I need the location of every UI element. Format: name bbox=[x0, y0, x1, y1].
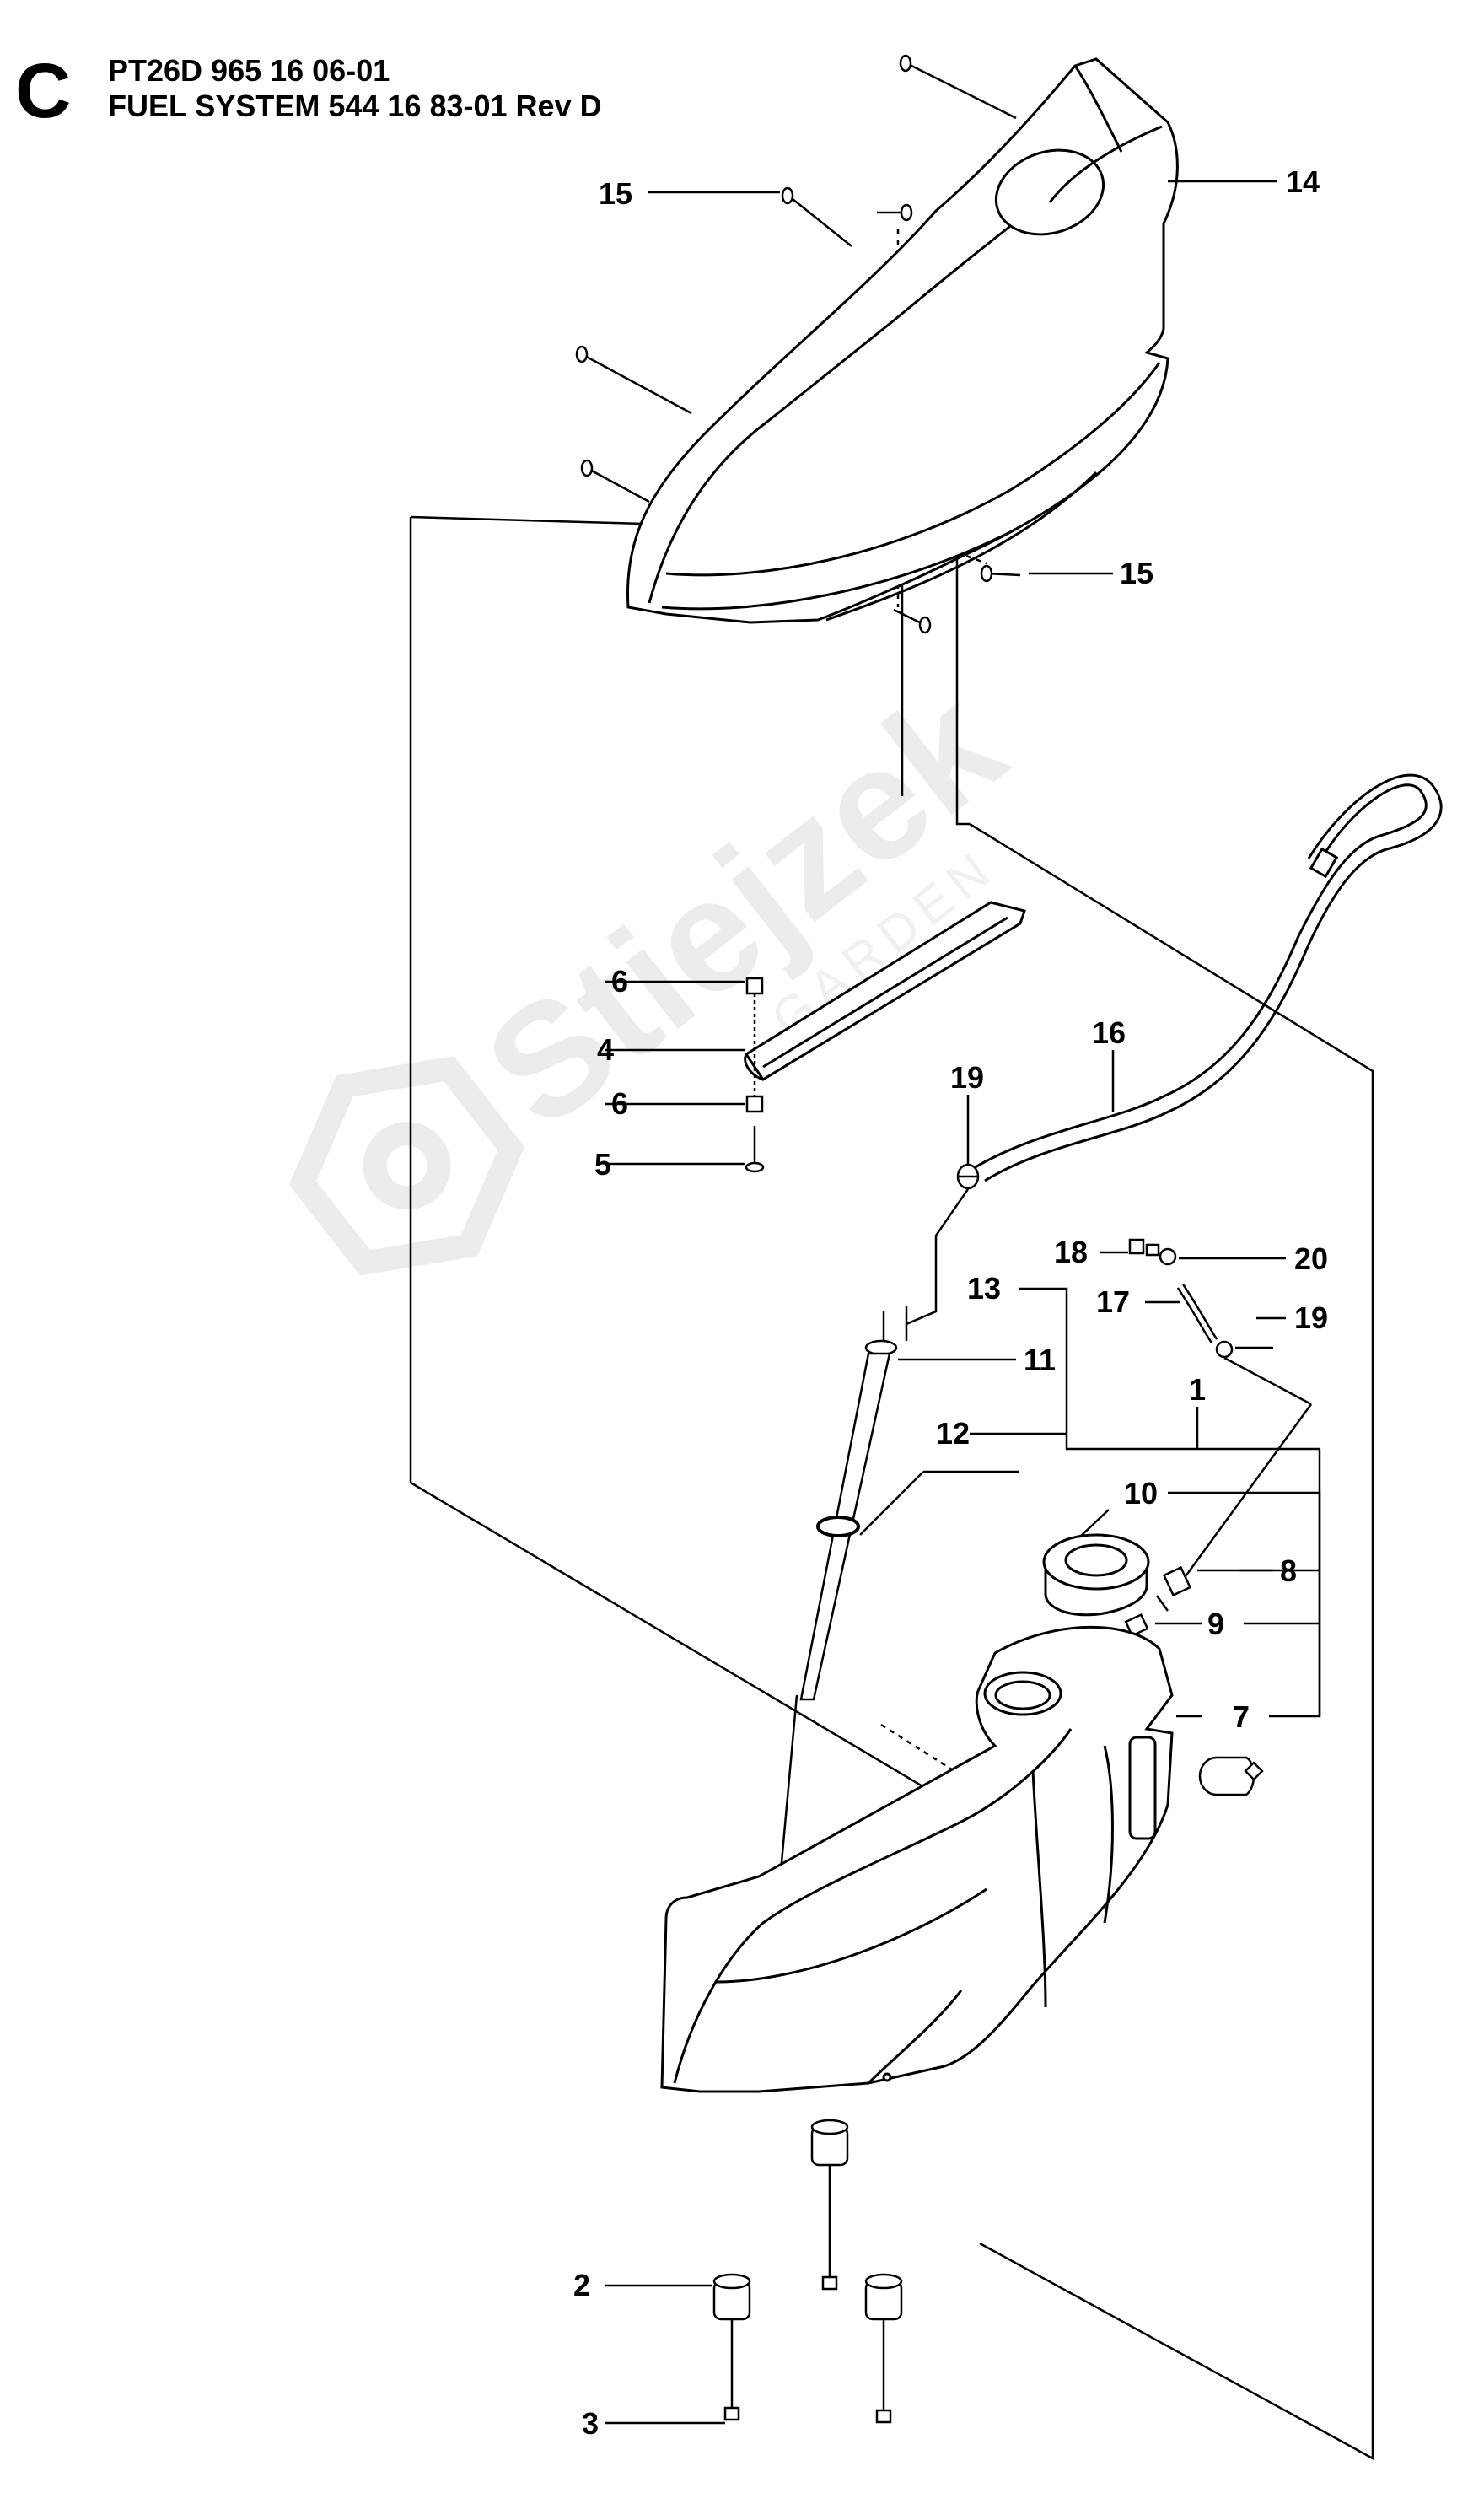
nut-icon bbox=[745, 977, 764, 995]
screw-icon bbox=[893, 608, 932, 634]
callout-11: 11 bbox=[1024, 1343, 1056, 1377]
tank-cover bbox=[626, 57, 1179, 624]
bolt-icon bbox=[745, 1126, 765, 1173]
callout-6-upper: 6 bbox=[611, 964, 628, 999]
assembly-title: FUEL SYSTEM 544 16 83-01 Rev D bbox=[108, 89, 602, 123]
fuel-pickup-assembly bbox=[778, 1306, 908, 1882]
callout-3: 3 bbox=[582, 2406, 599, 2441]
cover-screws bbox=[575, 54, 1021, 634]
callout-19-top: 19 bbox=[950, 1060, 984, 1095]
callout-20: 20 bbox=[1294, 1241, 1328, 1276]
screw-icon bbox=[781, 186, 852, 247]
bumper-icon bbox=[712, 2273, 751, 2421]
callout-13: 13 bbox=[967, 1271, 1001, 1306]
bumper-icon bbox=[864, 2273, 903, 2424]
rubber-bumpers-bottom bbox=[712, 2119, 903, 2424]
screw-icon bbox=[575, 345, 692, 415]
callout-16: 16 bbox=[1092, 1015, 1126, 1050]
callout-14: 14 bbox=[1286, 164, 1320, 199]
callout-6-lower: 6 bbox=[611, 1086, 628, 1121]
fuel-tank bbox=[660, 1625, 1174, 2093]
mounting-rail bbox=[744, 901, 1026, 1082]
callout-15-top: 15 bbox=[599, 176, 632, 211]
callout-2: 2 bbox=[573, 2268, 590, 2302]
callout-5: 5 bbox=[594, 1147, 611, 1182]
callout-10: 10 bbox=[1124, 1476, 1158, 1510]
callout-12: 12 bbox=[936, 1416, 970, 1451]
callout-15-bottom: 15 bbox=[1120, 556, 1153, 590]
fuel-cap bbox=[1042, 1533, 1150, 1617]
callouts: 15 14 15 6 4 6 5 16 19 18 20 13 17 19 11… bbox=[573, 164, 1328, 2441]
bumper-icon bbox=[810, 2119, 849, 2291]
section-letter: C bbox=[15, 48, 72, 134]
callout-17: 17 bbox=[1096, 1284, 1130, 1319]
callout-1: 1 bbox=[1189, 1372, 1206, 1407]
rail-nuts bbox=[745, 977, 765, 1173]
callout-19-right: 19 bbox=[1294, 1300, 1328, 1335]
screw-icon bbox=[877, 203, 913, 222]
clamp-19-top bbox=[906, 1163, 980, 1326]
fuel-line-16 bbox=[973, 773, 1443, 1182]
callout-18: 18 bbox=[1054, 1235, 1088, 1269]
callout-8: 8 bbox=[1280, 1553, 1297, 1588]
callout-4: 4 bbox=[597, 1032, 614, 1067]
return-hose-17 bbox=[1128, 1238, 1313, 1586]
leader-lines bbox=[605, 180, 1321, 2425]
watermark: Stiejzek GARDEN bbox=[288, 653, 1035, 1276]
watermark-logo-icon bbox=[288, 1056, 525, 1276]
screw-icon bbox=[580, 459, 650, 503]
screw-icon bbox=[899, 54, 1017, 120]
model-title: PT26D 965 16 06-01 bbox=[108, 53, 390, 88]
rubber-bumper-side bbox=[1198, 1756, 1264, 1796]
vent-fittings bbox=[1124, 1565, 1192, 1638]
callout-9: 9 bbox=[1207, 1607, 1224, 1641]
nut-icon bbox=[745, 1095, 764, 1113]
callout-7: 7 bbox=[1233, 1699, 1250, 1734]
screw-icon bbox=[980, 564, 1021, 583]
